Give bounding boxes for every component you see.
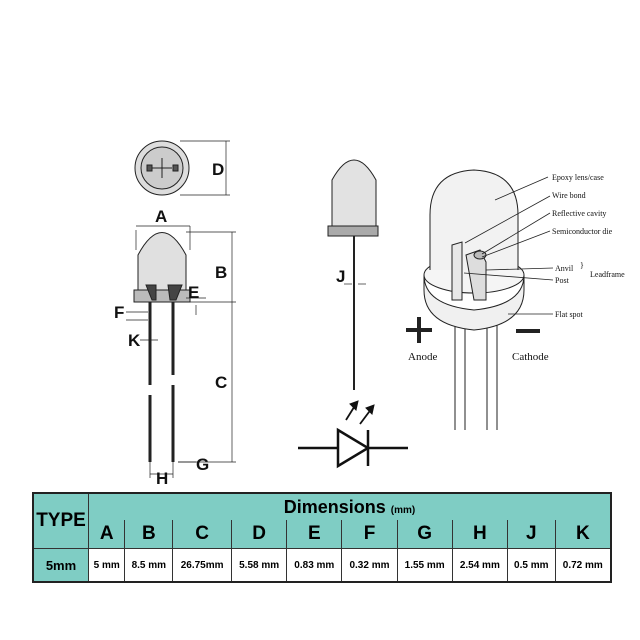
cell-f: 0.32 mm [341,548,398,583]
column-header-d: D [231,520,288,549]
annotation-leadframe: Leadframe [590,270,625,279]
cell-b: 8.5 mm [124,548,174,583]
dim-label-e: E [188,283,199,302]
column-header-h: H [451,520,508,549]
row-type: 5mm [32,548,89,583]
column-header-k: K [554,520,612,549]
column-header-c: C [172,520,233,549]
annotation-reflective-cavity: Reflective cavity [552,209,606,218]
cell-d: 5.58 mm [231,548,288,583]
dim-label-j: J [336,267,345,286]
led-diagram: D A B C E F K G H J [114,140,625,488]
cell-g: 1.55 mm [396,548,453,583]
dimensions-title-text: Dimensions [283,496,386,517]
annotation-anvil: Anvil [555,264,574,273]
cell-h: 2.54 mm [451,548,508,583]
dim-label-k: K [128,331,141,350]
annotation-epoxy-lens: Epoxy lens/case [552,173,604,182]
led-schematic-symbol [298,400,408,469]
dim-label-d: D [212,160,224,179]
column-header-g: G [396,520,453,549]
unit-label: (mm) [390,504,416,516]
anode-label: Anode [408,351,437,363]
type-header: TYPE [32,492,89,549]
dim-label-b: B [215,263,227,282]
cell-a: 5 mm [87,548,126,583]
dim-label-a: A [155,207,167,226]
led-cutaway-illustration [406,169,554,430]
dim-label-g: G [196,455,209,474]
dim-label-f: F [114,303,124,322]
column-header-e: E [286,520,343,549]
led-top-view [134,140,230,196]
cell-k: 0.72 mm [554,548,612,583]
dimensions-title: Dimensions (mm) [88,492,612,520]
led-front-view [327,159,379,390]
cell-j: 0.5 mm [506,548,556,583]
annotation-semiconductor-die: Semiconductor die [552,227,613,236]
column-header-j: J [506,520,556,549]
cell-c: 26.75mm [172,548,233,583]
column-header-a: A [87,520,126,549]
annotation-post: Post [555,276,570,285]
column-header-b: B [124,520,174,549]
cathode-label: Cathode [512,351,549,363]
cell-e: 0.83 mm [286,548,343,583]
annotation-wire-bond: Wire bond [552,191,586,200]
annotation-flat-spot: Flat spot [555,310,584,319]
dim-label-h: H [156,469,168,488]
dim-label-c: C [215,373,227,392]
led-side-view [126,225,236,478]
column-header-f: F [341,520,398,549]
leadframe-brace: } [580,261,584,270]
